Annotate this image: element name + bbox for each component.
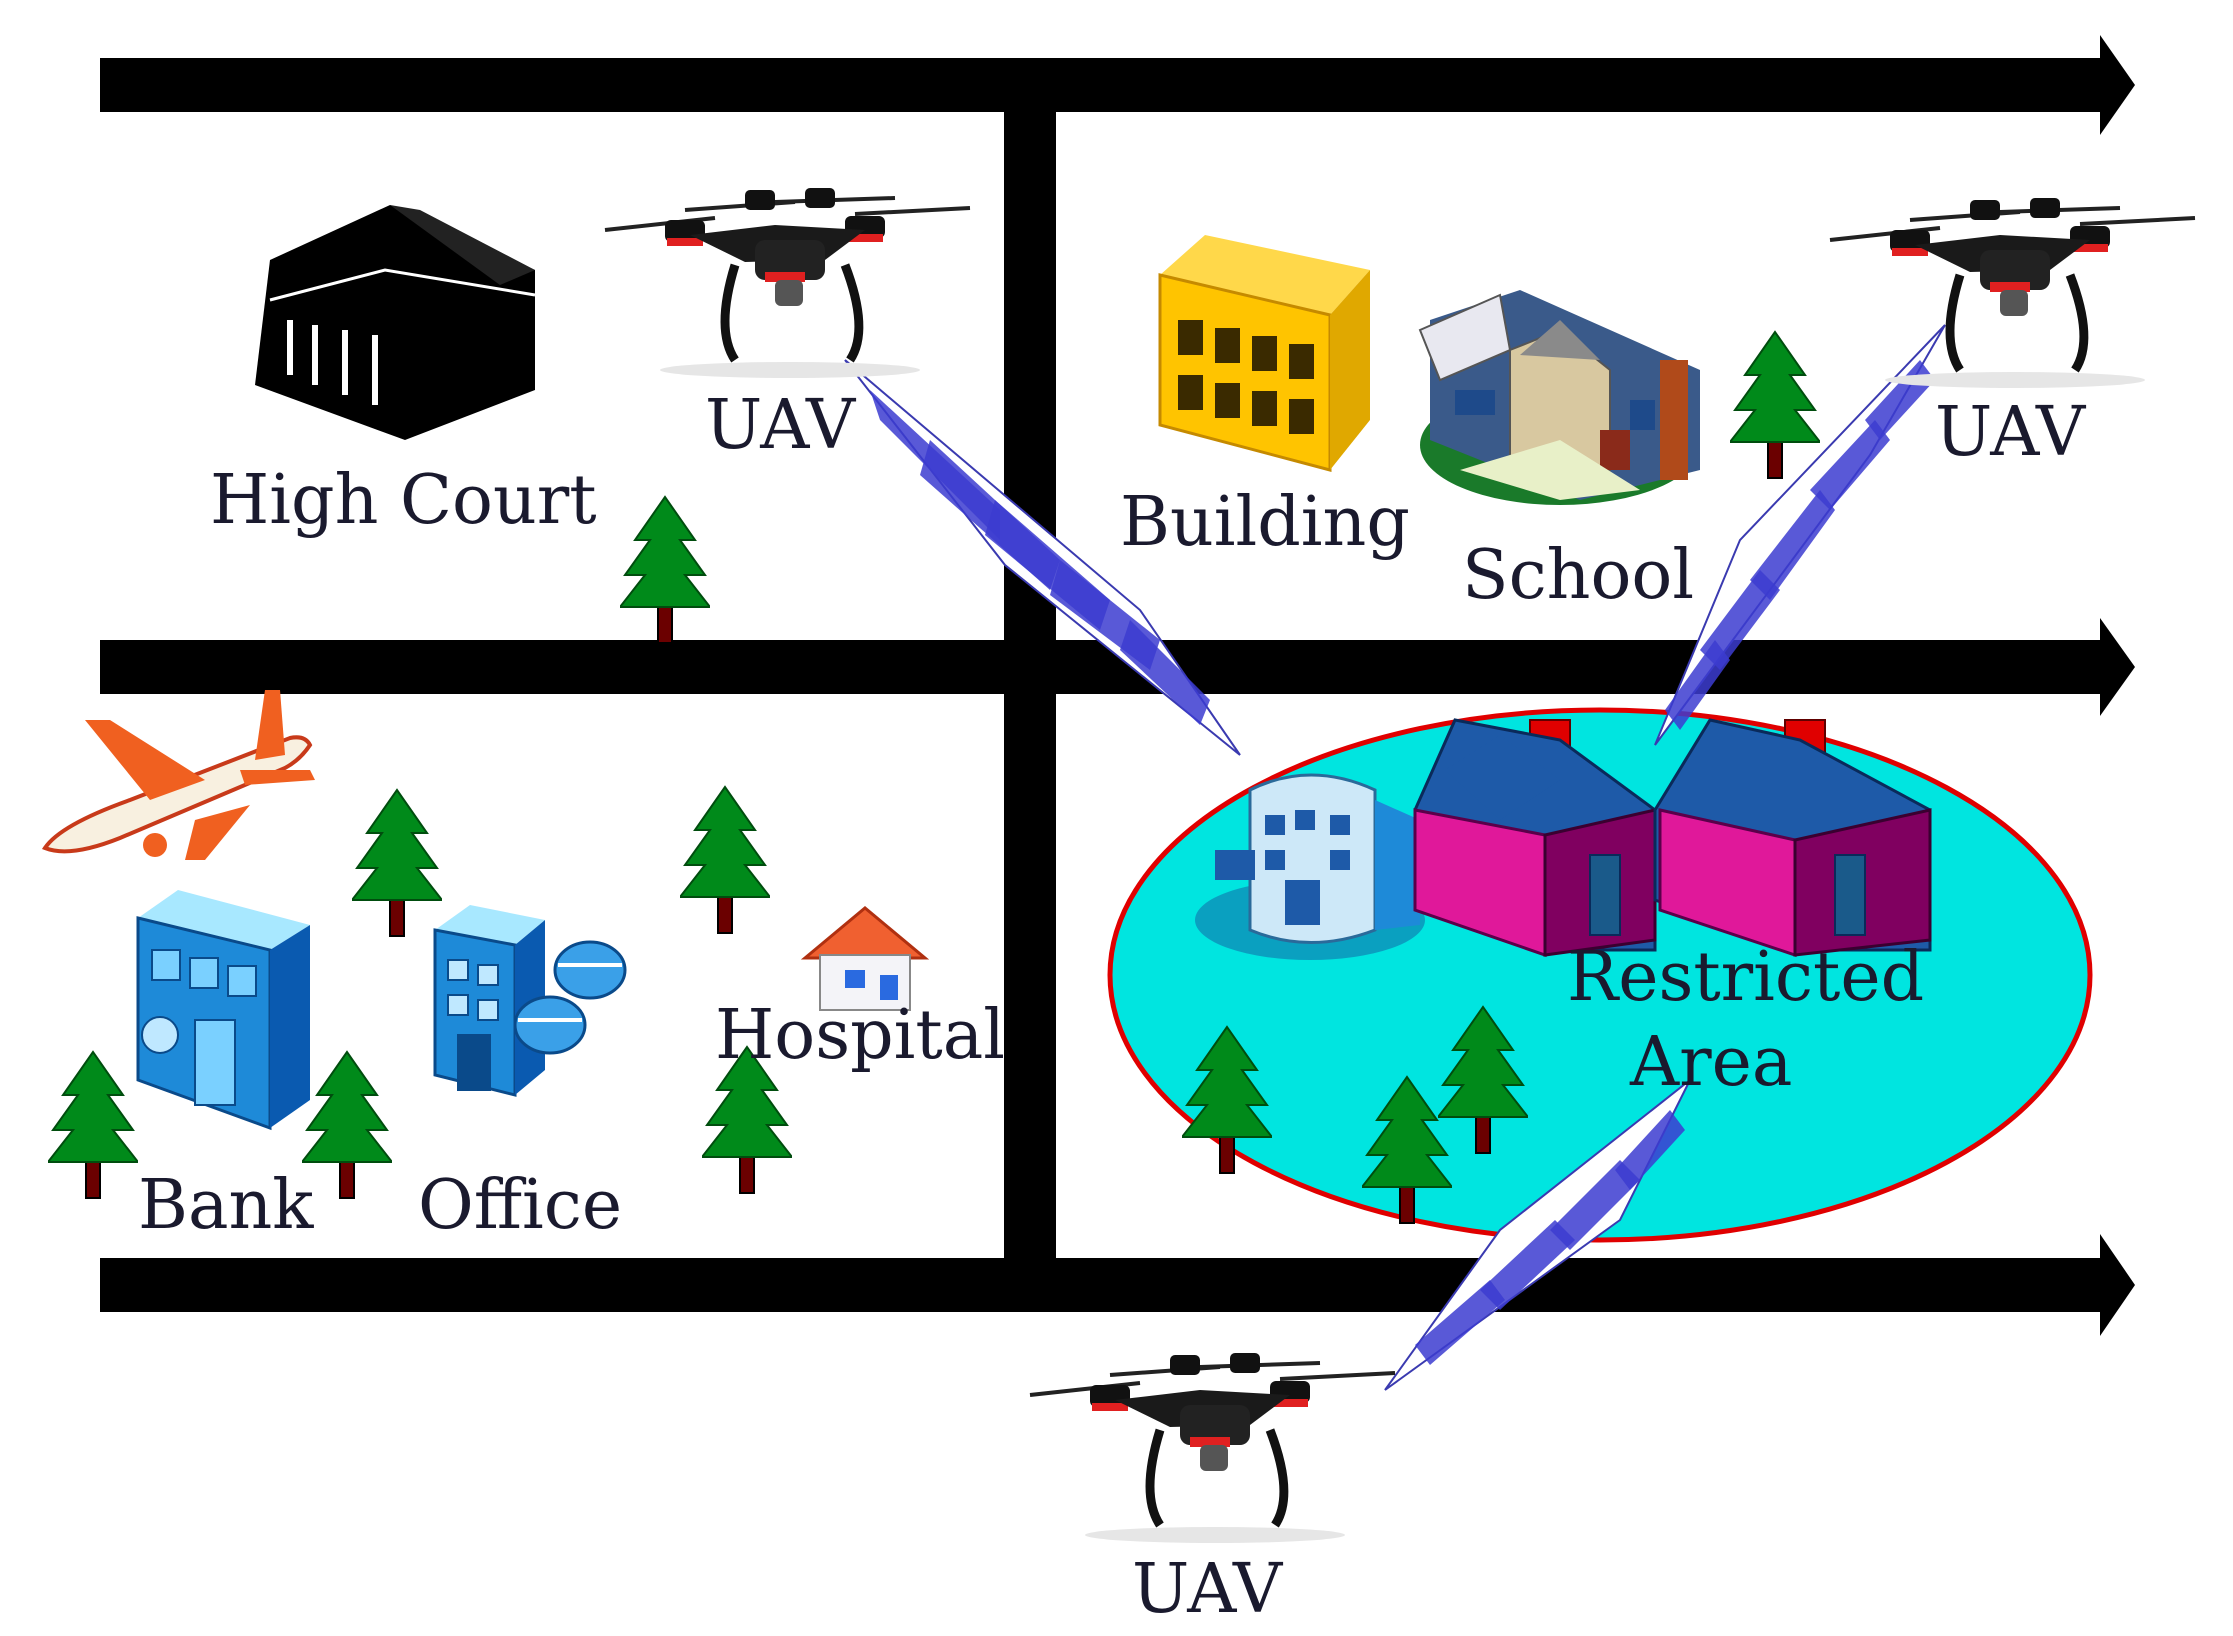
tree-icon — [302, 1051, 392, 1199]
label-uav-bottom: UAV — [1132, 1550, 1284, 1629]
road-grid — [100, 35, 2135, 1336]
label-school: School — [1462, 536, 1694, 615]
hospital-icon — [800, 906, 930, 1011]
label-uav-top-left: UAV — [705, 386, 857, 465]
tree-icon — [680, 786, 770, 934]
label-building: Building — [1120, 483, 1410, 562]
label-bank: Bank — [138, 1166, 314, 1245]
tree-icon — [620, 496, 710, 644]
beam-top-left — [844, 359, 1241, 756]
tree-icon — [1730, 331, 1820, 479]
label-uav-top-right: UAV — [1935, 393, 2087, 472]
airplane-icon — [41, 690, 315, 860]
school-icon — [1418, 290, 1700, 505]
label-restricted: Restricted — [1567, 938, 1924, 1017]
house-icon — [1653, 718, 1932, 958]
tree-icon — [352, 789, 442, 937]
label-hospital: Hospital — [715, 996, 1005, 1075]
drone-icon — [605, 188, 970, 378]
house-icon — [1413, 718, 1657, 958]
office-icon — [433, 905, 627, 1097]
drone-icon — [1830, 198, 2195, 388]
beam-bottom — [1384, 1079, 1691, 1391]
label-office: Office — [418, 1166, 622, 1245]
beam-top-right — [1654, 324, 1946, 746]
tree-icon — [48, 1051, 138, 1199]
uav-beams — [844, 324, 1946, 1391]
label-area: Area — [1629, 1023, 1792, 1102]
label-high-court: High Court — [210, 461, 597, 540]
bank-icon — [136, 890, 310, 1131]
high-court-icon — [255, 205, 536, 440]
hotel-icon — [1195, 773, 1425, 960]
building-icon — [1158, 235, 1370, 472]
drone-icon — [1030, 1353, 1395, 1543]
